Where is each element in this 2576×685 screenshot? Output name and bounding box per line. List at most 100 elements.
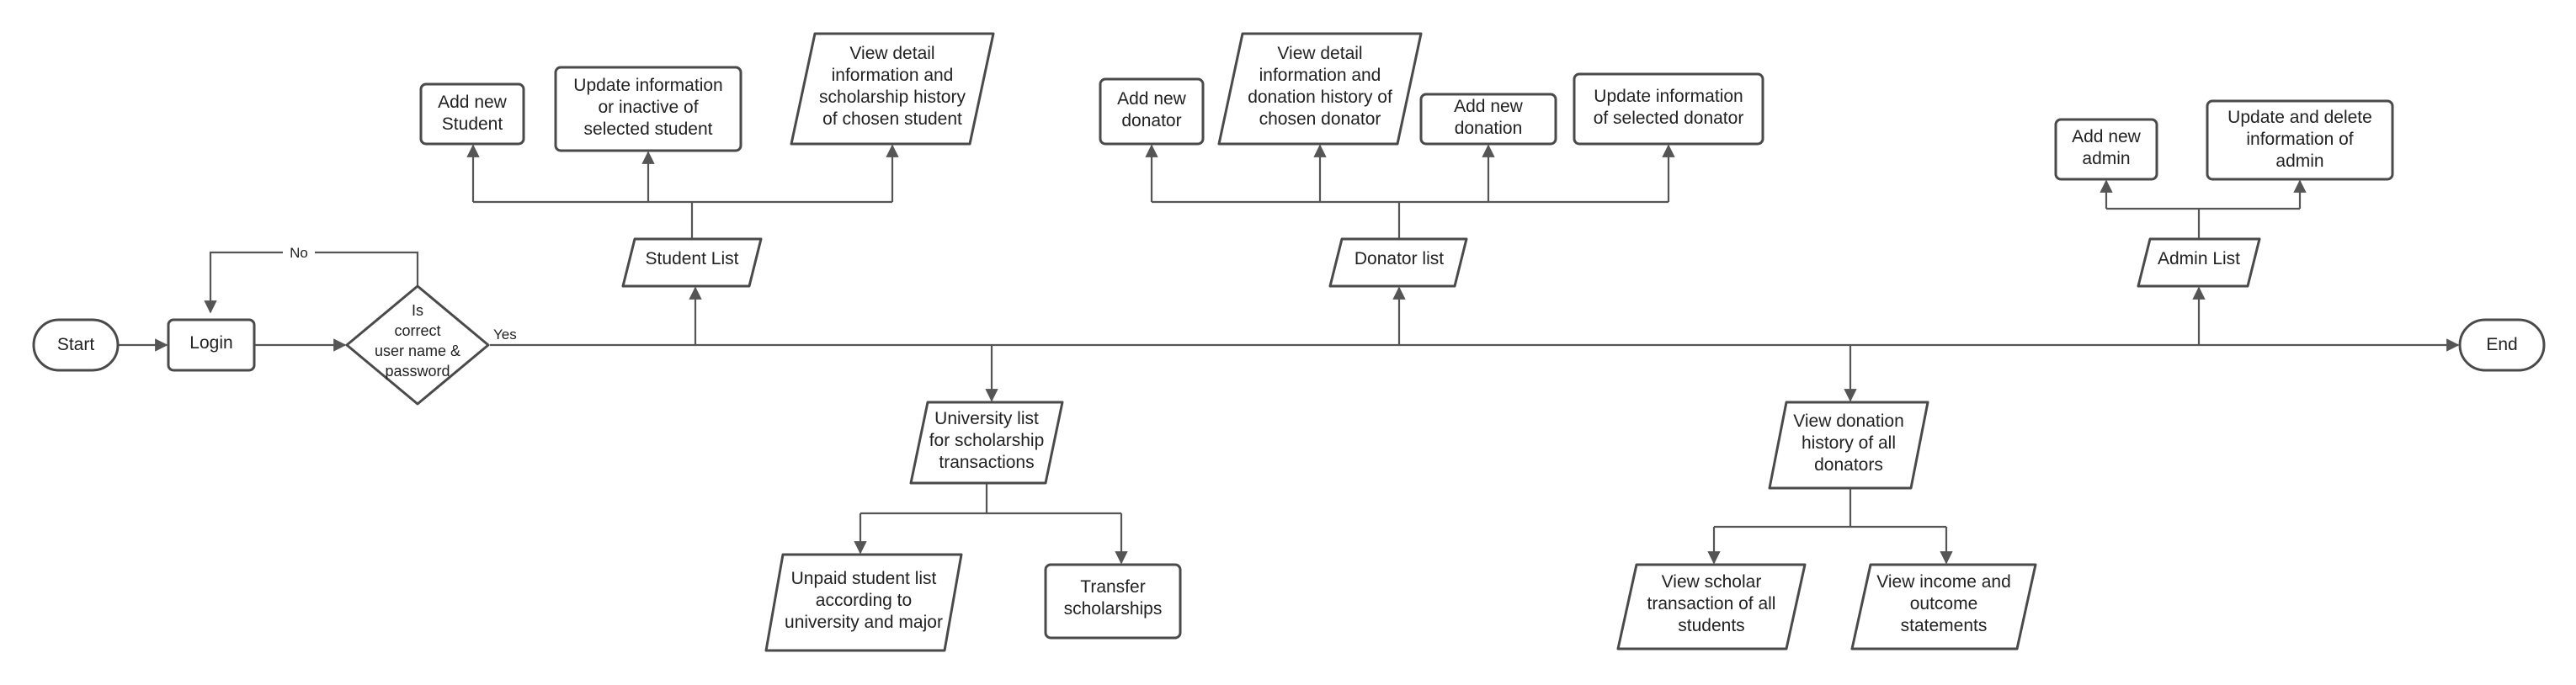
update-admin-line: information of [2246, 130, 2353, 149]
view-donator-label: View detail information and donation histo… [1248, 44, 1392, 129]
add-donator-line: Add new [1117, 89, 1187, 109]
scholar-transaction-line: students [1678, 616, 1744, 635]
donator-list-line: Donator list [1355, 249, 1444, 268]
transfer-line: Transfer [1080, 577, 1145, 597]
add-donation-line: Add new [1454, 97, 1524, 116]
scholar-transaction-label: View scholar transaction of all students [1647, 572, 1776, 635]
university-list-line: transactions [939, 453, 1034, 472]
update-admin-node: Update and delete information of admin [2206, 99, 2394, 181]
income-statements-node: View income and outcome statements [1850, 563, 2037, 650]
unpaid-list-label: Unpaid student list according to universit… [785, 569, 943, 632]
start-line: Start [57, 335, 95, 354]
add-donation-node: Add new donation [1419, 93, 1557, 146]
income-statements-line: statements [1901, 616, 1988, 635]
university-list-line: for scholarship [929, 431, 1045, 450]
view-student-label: View detail information and scholarship hi… [819, 44, 966, 129]
view-donator-line: donation history of [1248, 88, 1392, 107]
scholar-transaction-line: transaction of all [1647, 594, 1776, 613]
view-student-line: View detail [849, 44, 934, 63]
admin-list-node: Admin List [2137, 237, 2261, 288]
donation-history-line: history of all [1802, 433, 1896, 453]
scholar-transaction-node: View scholar transaction of all students [1616, 563, 1807, 650]
end-terminator: End [2458, 318, 2546, 372]
update-student-line: Update information [573, 76, 722, 95]
add-student-line: Add new [438, 93, 508, 112]
admin-list-line: Admin List [2158, 249, 2240, 268]
end-label: End [2486, 335, 2517, 354]
unpaid-list-node: Unpaid student list according to universit… [764, 553, 963, 652]
unpaid-list-line: Unpaid student list [791, 569, 937, 588]
university-list-node: University list for scholarship transactio… [909, 401, 1064, 485]
login-process: Login [167, 318, 256, 372]
student-list-node: Student List [621, 237, 763, 288]
add-student-line: Student [442, 114, 503, 134]
update-student-label: Update information or inactive of selected… [573, 76, 722, 139]
update-donator-label: Update information of selected donator [1594, 87, 1744, 128]
add-admin-line: admin [2082, 149, 2130, 168]
income-statements-line: outcome [1910, 594, 1978, 613]
view-student-line: scholarship history [819, 88, 966, 107]
add-donator-node: Add new donator [1099, 77, 1205, 146]
yes-label: Yes [493, 327, 517, 342]
no-label: No [290, 245, 308, 261]
update-student-line: or inactive of [598, 98, 698, 117]
view-donator-line: chosen donator [1259, 109, 1381, 129]
view-donator-node: View detail information and donation histo… [1217, 32, 1423, 146]
transfer-line: scholarships [1064, 599, 1163, 619]
no-label-background [283, 244, 315, 261]
view-student-line: of chosen student [822, 109, 962, 129]
update-donator-line: of selected donator [1594, 109, 1744, 128]
update-donator-node: Update information of selected donator [1573, 72, 1764, 146]
add-donator-label: Add new donator [1117, 89, 1187, 130]
add-admin-label: Add new admin [2072, 127, 2142, 168]
start-label: Start [57, 335, 95, 354]
update-admin-label: Update and delete information of admin [2227, 108, 2372, 171]
update-admin-line: admin [2275, 151, 2323, 171]
end-line: End [2486, 335, 2517, 354]
start-terminator: Start [32, 318, 120, 372]
donator-list-label: Donator list [1355, 249, 1444, 268]
decision-line: correct [394, 322, 440, 339]
scholar-transaction-line: View scholar [1662, 572, 1762, 592]
login-line: Login [189, 333, 232, 353]
update-admin-line: Update and delete [2227, 108, 2372, 127]
edge-decision-no-loop [204, 251, 419, 314]
donation-history-line: donators [1814, 455, 1883, 475]
decision-line: user name & [375, 342, 460, 359]
view-donator-line: information and [1259, 66, 1381, 85]
unpaid-list-line: according to [816, 591, 912, 610]
add-admin-line: Add new [2072, 127, 2142, 146]
donation-history-line: View donation [1793, 412, 1904, 431]
edges [118, 144, 2460, 565]
university-list-label: University list for scholarship transactio… [929, 409, 1045, 472]
income-statements-label: View income and outcome statements [1876, 572, 2011, 635]
student-list-line: Student List [646, 249, 739, 268]
unpaid-list-line: university and major [785, 613, 943, 632]
income-statements-line: View income and [1876, 572, 2011, 592]
add-donation-label: Add new donation [1454, 97, 1524, 138]
add-admin-node: Add new admin [2054, 118, 2158, 181]
student-list-label: Student List [646, 249, 739, 268]
add-donator-line: donator [1121, 111, 1181, 130]
admin-list-label: Admin List [2158, 249, 2240, 268]
view-donator-line: View detail [1277, 44, 1362, 63]
donator-list-node: Donator list [1328, 237, 1468, 288]
view-student-node: View detail information and scholarship hi… [790, 32, 995, 146]
login-label: Login [189, 333, 232, 353]
update-donator-line: Update information [1594, 87, 1743, 106]
university-list-line: University list [934, 409, 1039, 428]
update-student-line: selected student [584, 119, 713, 139]
add-donation-line: donation [1455, 119, 1523, 138]
decision-line: password [385, 363, 450, 380]
update-student-node: Update information or inactive of selected… [554, 66, 742, 152]
view-student-line: information and [832, 66, 954, 85]
